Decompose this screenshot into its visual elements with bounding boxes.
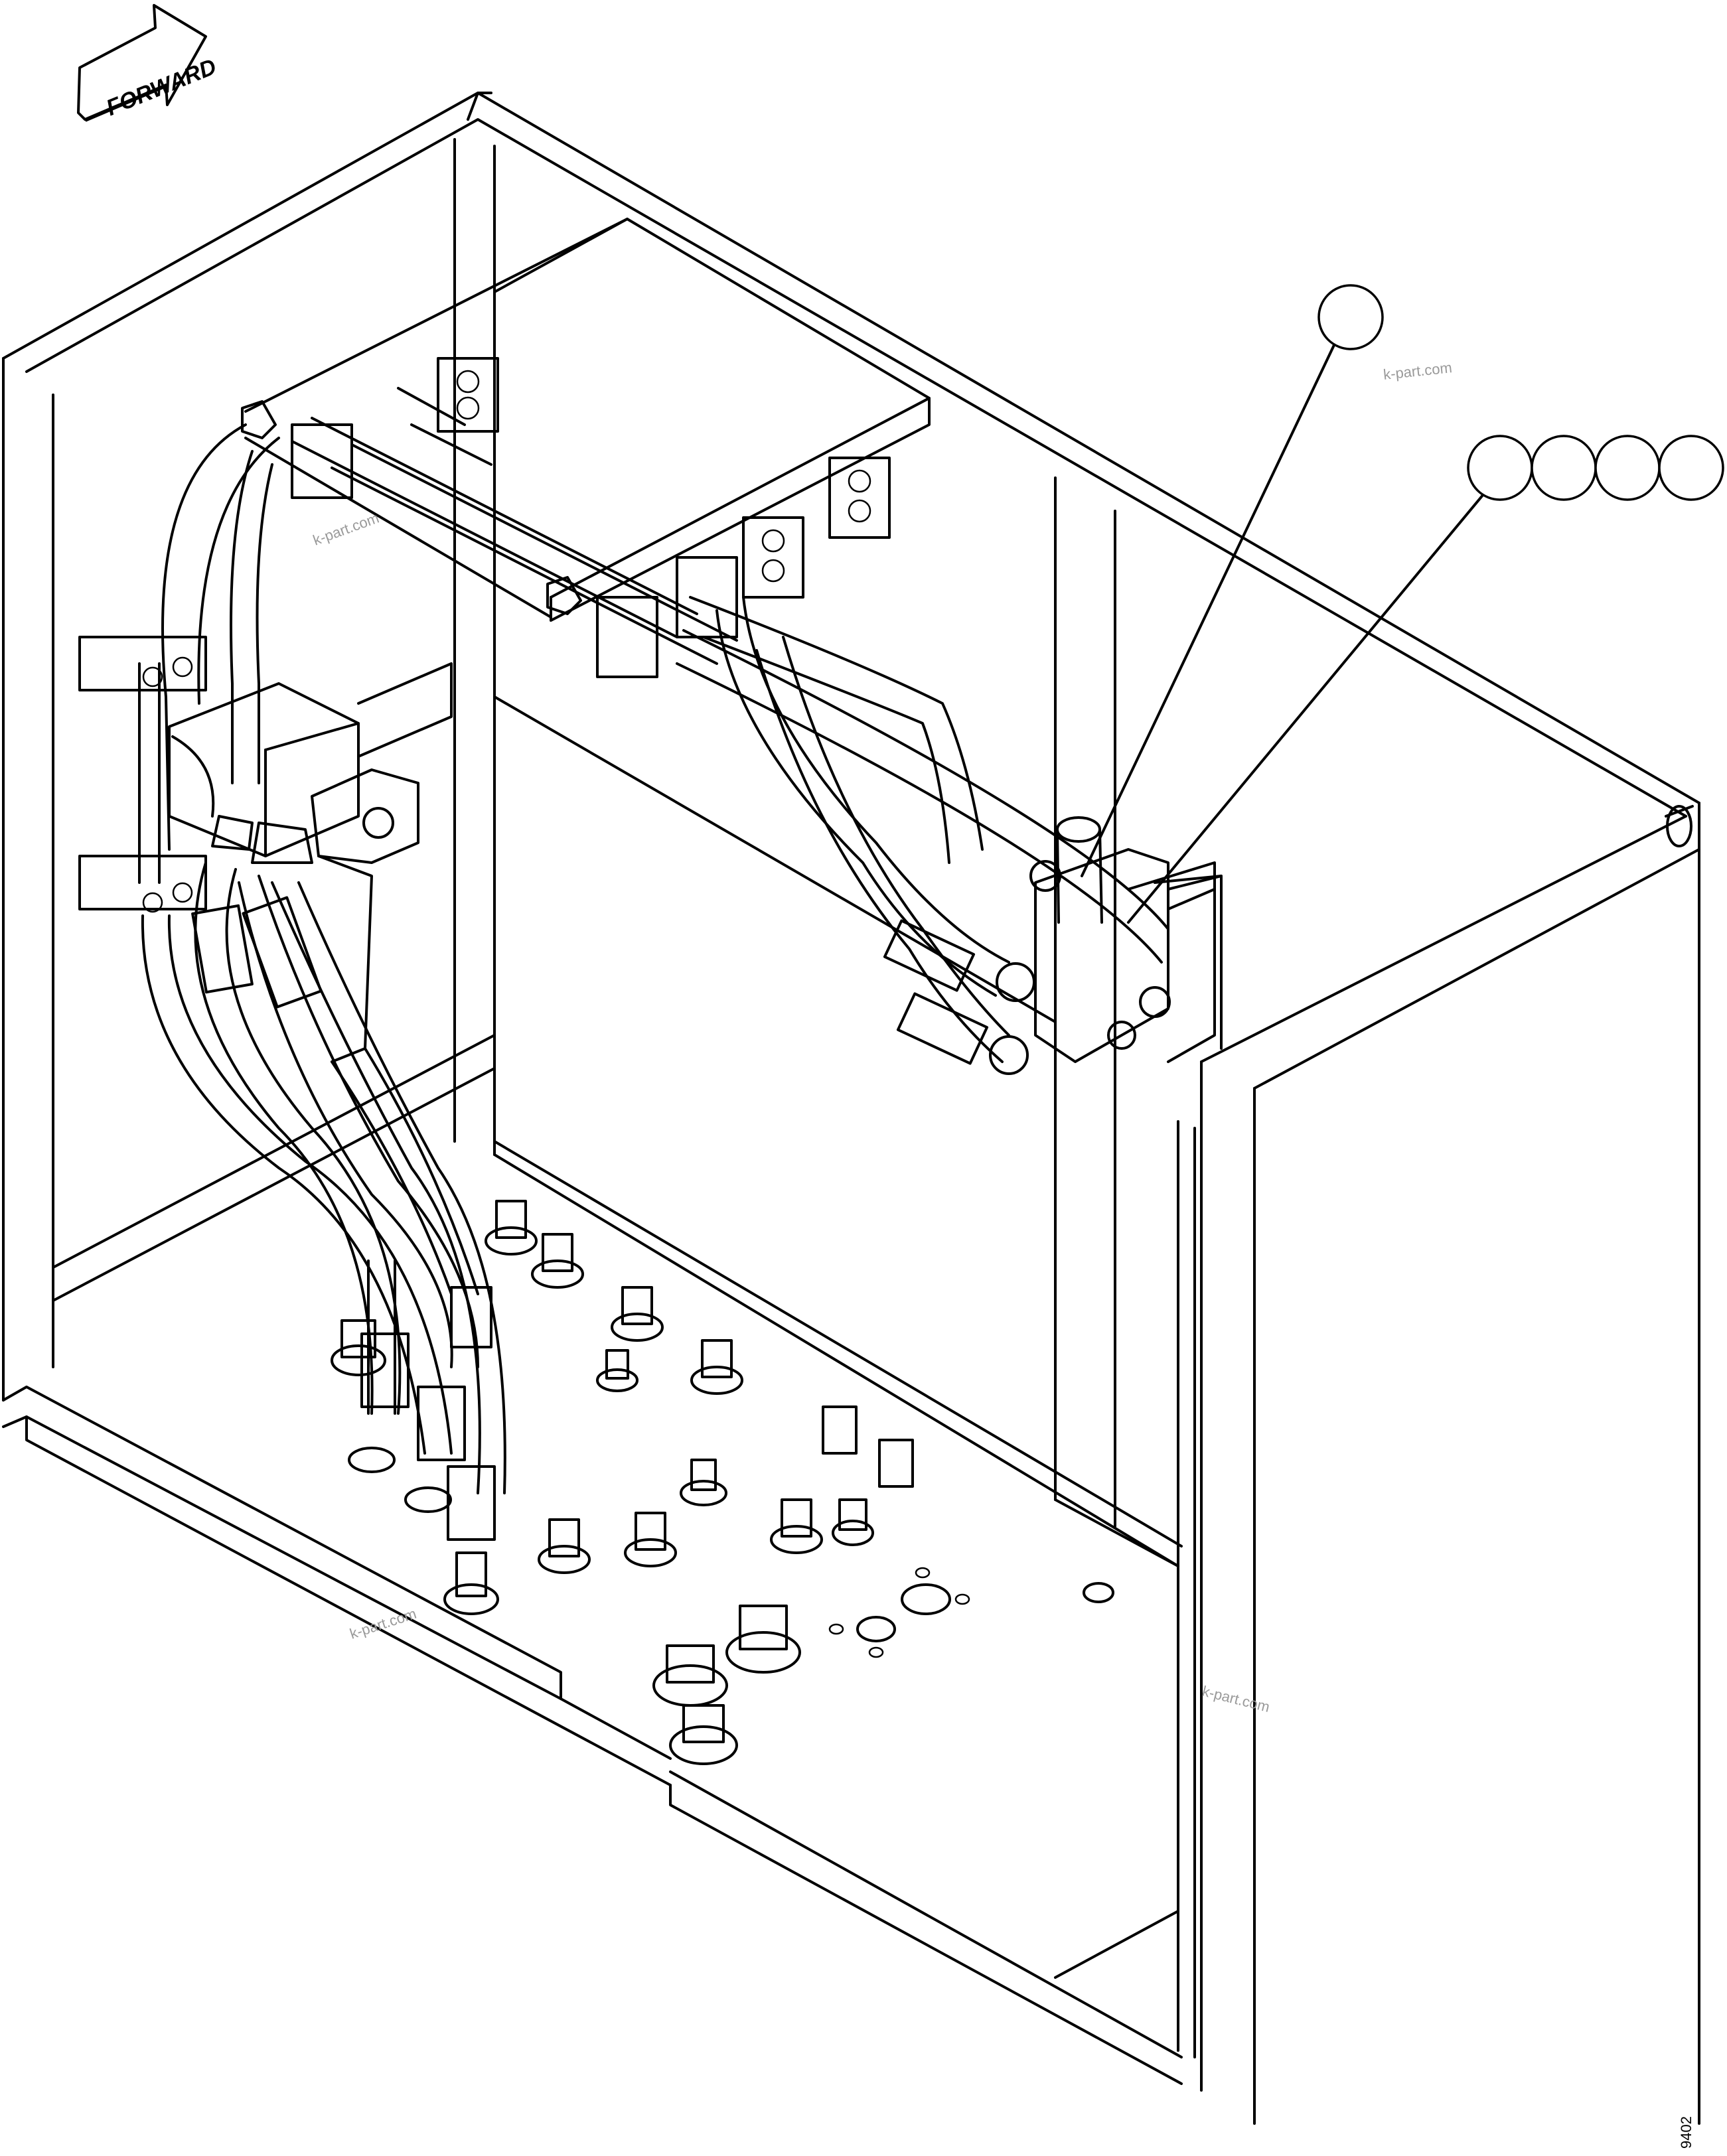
watermark-rack: k-part.com xyxy=(311,510,381,549)
tube-rack xyxy=(241,218,931,678)
forward-arrow: FORWARD xyxy=(77,4,220,122)
left-hoses xyxy=(141,423,506,1541)
cabinet-frame xyxy=(2,92,1700,2125)
forward-arrow-label: FORWARD xyxy=(103,54,220,121)
watermark-top-right: k-part.com xyxy=(1383,359,1453,383)
callout-balloon-group-1[interactable] xyxy=(1467,435,1533,501)
floor-fittings xyxy=(331,1200,1114,1765)
watermark-right-panel: k-part.com xyxy=(1201,1683,1272,1715)
callout-balloon-group-4[interactable] xyxy=(1658,435,1724,501)
callout-leaders xyxy=(1081,344,1485,924)
left-valve-assembly xyxy=(78,636,453,913)
right-hoses xyxy=(676,596,1169,1065)
callout-balloon-group-3[interactable] xyxy=(1594,435,1661,501)
control-valve xyxy=(989,816,1223,1075)
callout-balloon-single[interactable] xyxy=(1317,284,1384,350)
callout-balloon-group-2[interactable] xyxy=(1531,435,1597,501)
drawing-number: 9402 xyxy=(1678,2116,1694,2149)
watermark-floor: k-part.com xyxy=(348,1605,419,1642)
